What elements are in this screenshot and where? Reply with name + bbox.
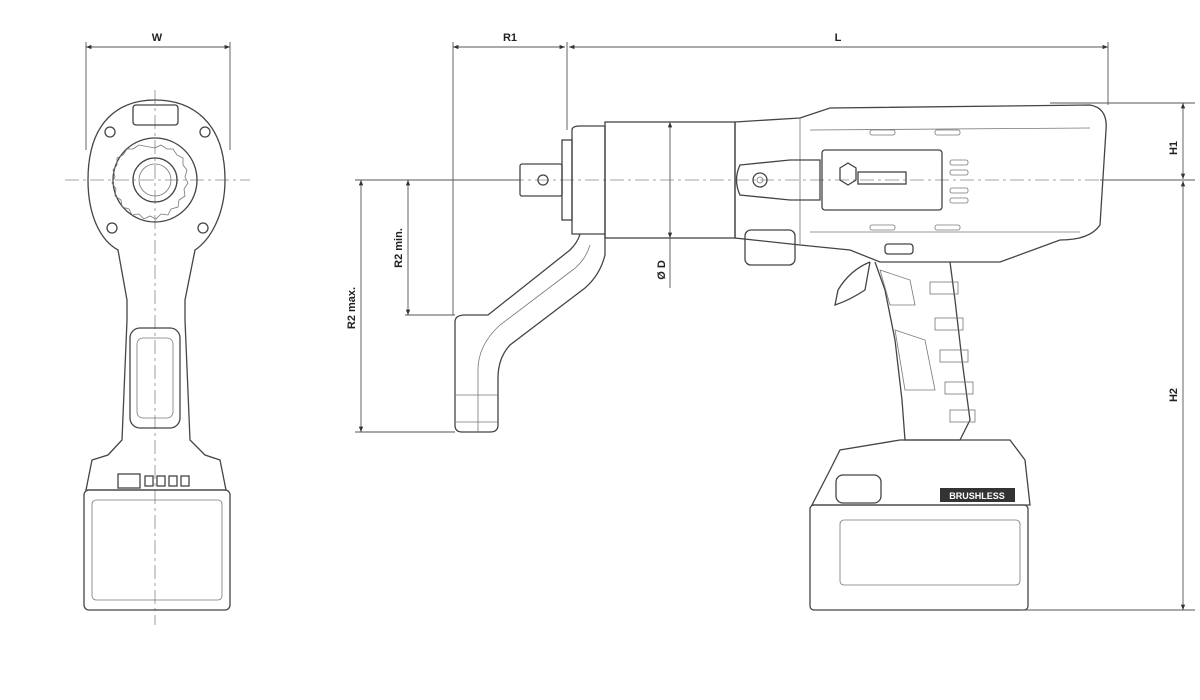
dimension-w: W — [85, 32, 231, 150]
dimension-r2: R2 min. R2 max. — [346, 179, 520, 433]
front-view — [65, 90, 250, 625]
brushless-badge — [940, 488, 1015, 502]
dimension-label-r2-min: R2 min. — [393, 228, 405, 268]
dimension-diameter: Ø D — [656, 122, 673, 288]
dimension-label-l: L — [835, 32, 842, 44]
dimension-r1-l: R1 L — [452, 32, 1109, 315]
brushless-label: BRUSHLESS — [949, 491, 1005, 501]
dimension-label-r1: R1 — [503, 32, 517, 44]
dimension-label-h2: H2 — [1168, 388, 1180, 402]
brand-logo — [857, 171, 907, 185]
dimension-label-h1: H1 — [1168, 141, 1180, 155]
dimension-label-diameter: Ø D — [656, 260, 668, 280]
side-view: BRUSHLESS — [454, 104, 1195, 611]
dimension-label-r2-max: R2 max. — [346, 287, 358, 329]
dimension-label-w: W — [152, 32, 163, 44]
dimension-h: H1 H2 — [1020, 102, 1195, 611]
